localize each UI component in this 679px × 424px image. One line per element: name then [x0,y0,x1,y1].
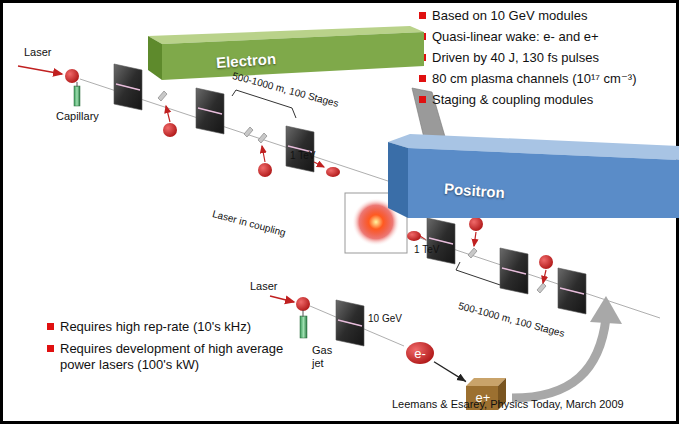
feature-bullet: 80 cm plasma channels (10¹⁷ cm⁻³) [432,71,636,87]
energy-label: 1 TeV [414,244,439,256]
energy-label: 1 TeV [290,150,315,162]
laser-label: Laser [24,46,52,59]
requirement-bullet: Requires high rep-rate (10's kHz) [60,319,251,335]
flow-arrow [434,362,466,382]
feature-bullet: Based on 10 GeV modules [432,8,587,24]
feature-bullet: Quasi-linear wake: e- and e+ [432,29,599,45]
gas-jet-label: Gas jet [312,344,342,370]
feature-bullet: Staging & coupling modules [432,92,593,108]
capillary-label: Capillary [56,110,99,123]
positron-beamline: Positron [388,134,679,218]
coupling-label: Laser in coupling [211,208,287,239]
electron-bunch: e- [406,342,434,364]
energy-label: 10 GeV [368,313,402,325]
credit-caption: Leemans & Esarey, Physics Today, March 2… [392,398,624,411]
feature-bullet: Driven by 40 J, 130 fs pulses [432,50,599,66]
node-label: e- [414,346,426,361]
stage-length: 500-1000 m, 100 Stages [231,70,340,110]
laser-label: Laser [250,280,278,293]
requirement-bullet: Requires development of high average pow… [60,341,285,372]
positron-beamline-shape [388,134,679,218]
electron-beamline: Electron [148,26,424,80]
electron-beamline-shape [148,26,424,80]
stage-length: 500-1000 m, 100 Stages [457,300,566,340]
